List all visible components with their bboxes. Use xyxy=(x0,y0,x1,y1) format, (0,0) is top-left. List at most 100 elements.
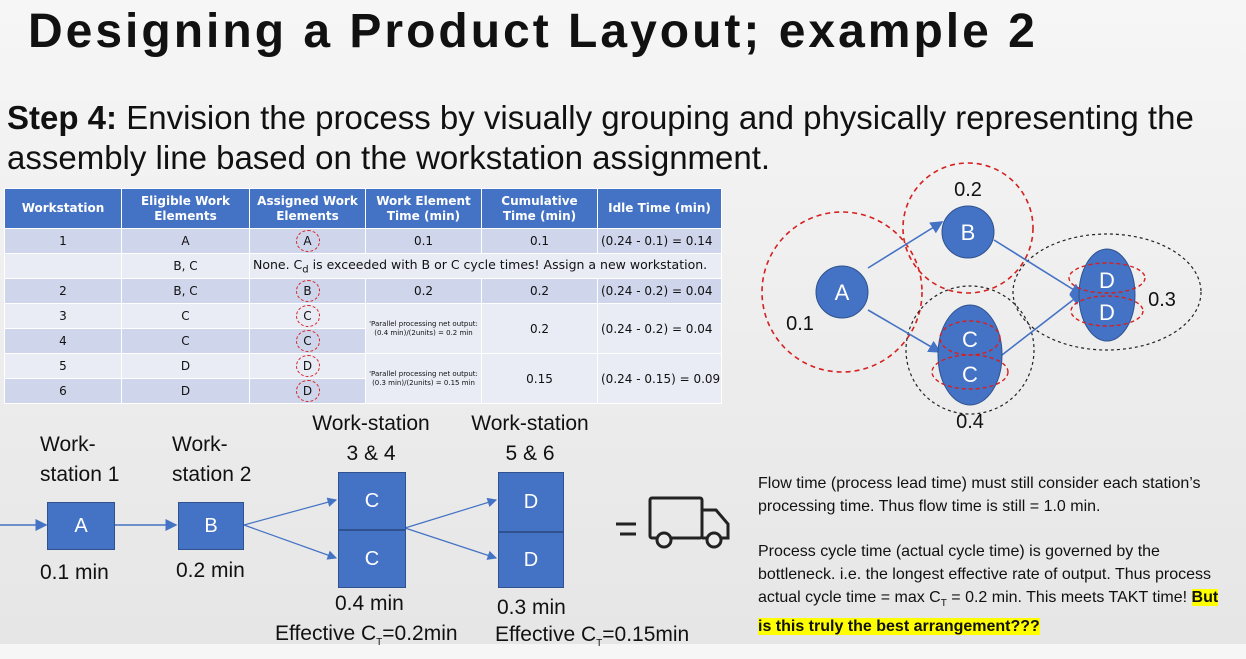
table-cell: 0.2 xyxy=(481,303,598,354)
workstation-table: Workstation Eligible Work Elements Assig… xyxy=(4,188,722,404)
table-cell: (0.24 - 0.2) = 0.04 xyxy=(597,278,722,304)
step-body: Envision the process by visually groupin… xyxy=(7,99,1194,176)
time-a-label: 0.1 xyxy=(786,313,814,335)
node-c-split-bottom xyxy=(931,354,1009,390)
precedence-diagram: A B C C D D 0.2 0.1 0.4 0.3 xyxy=(761,162,1202,433)
cycle-text-b: = 0.2 min. This meets TAKT time! xyxy=(946,589,1192,606)
arrow-a-c xyxy=(867,309,942,353)
table-cell: 5 xyxy=(4,353,122,379)
flow-box-c1: C xyxy=(338,472,406,530)
ws1-label: Work- station 1 xyxy=(40,430,119,490)
table-cell: C xyxy=(249,328,366,354)
time-c-label: 0.4 xyxy=(956,411,984,433)
table-cell: (0.24 - 0.1) = 0.14 xyxy=(597,228,722,254)
note-sub: d xyxy=(302,264,309,276)
ws1-label-text: Work- station 1 xyxy=(40,433,120,486)
arrow-c-d xyxy=(1001,292,1084,356)
flow-box-a: A xyxy=(47,502,115,550)
flow-box-b: B xyxy=(178,502,244,550)
table-cell: 1 xyxy=(4,228,122,254)
ws2-label-text: Work- station 2 xyxy=(172,433,252,486)
table-cell: 2 xyxy=(4,278,122,304)
table-cell: A xyxy=(121,228,250,254)
table-header: Work Element Time (min) xyxy=(365,188,482,229)
table-header: Workstation xyxy=(4,188,122,229)
table-header: Cumulative Time (min) xyxy=(481,188,598,229)
table-cell: 0.1 xyxy=(365,228,482,254)
arrow-a-b xyxy=(867,221,944,269)
delivery-truck-icon xyxy=(616,496,730,549)
ws2-label: Work- station 2 xyxy=(172,430,251,490)
ws34-label: Work-station 3 & 4 xyxy=(300,409,442,469)
flow-box-d2: D xyxy=(498,532,564,588)
table-row: B, C None. Cd is exceeded with B or C cy… xyxy=(4,253,722,279)
time-d-label: 0.3 xyxy=(1148,289,1176,311)
time-a: 0.1 min xyxy=(40,561,109,584)
effective-ct-d: Effective CT=0.15min xyxy=(495,620,689,659)
cycle-sub: T xyxy=(940,598,947,610)
table-cell: D xyxy=(121,378,250,404)
node-c2-label: C xyxy=(962,362,978,387)
parallel-note: 'Parallel processing net output: (0.4 mi… xyxy=(365,303,482,354)
eff-c-pre: Effective C xyxy=(275,622,377,645)
circled-element: D xyxy=(295,380,320,402)
table-row: 5 D D 'Parallel processing net output: (… xyxy=(4,353,722,404)
eff-d-post: =0.15min xyxy=(602,623,690,646)
node-d2-label: D xyxy=(1099,300,1115,325)
time-b-label: 0.2 xyxy=(954,179,982,201)
node-c1-label: C xyxy=(962,327,978,352)
flow-arrows xyxy=(0,496,730,560)
step-text: Step 4: Envision the process by visually… xyxy=(7,98,1237,178)
cycle-time-note: Process cycle time (actual cycle time) i… xyxy=(758,540,1228,638)
table-cell: C xyxy=(121,303,250,329)
table-cell: 6 xyxy=(4,378,122,404)
circled-element: B xyxy=(295,280,320,302)
ws56-label: Work-station 5 & 6 xyxy=(460,409,600,469)
table-cell: A xyxy=(249,228,366,254)
table-header-row: Workstation Eligible Work Elements Assig… xyxy=(4,188,722,229)
circled-element: A xyxy=(295,230,320,252)
table-row: 6 D D xyxy=(4,378,722,404)
table-cell: (0.24 - 0.15) = 0.09 xyxy=(597,353,722,404)
arrow-c-d1 xyxy=(404,497,498,529)
table-note-cell: None. Cd is exceeded with B or C cycle t… xyxy=(249,253,722,279)
table-row: 4 C C xyxy=(4,328,722,354)
table-cell: B, C xyxy=(121,278,250,304)
node-d-split-top xyxy=(1068,262,1146,294)
table-cell xyxy=(4,253,122,279)
table-cell: D xyxy=(121,353,250,379)
table-cell: 3 xyxy=(4,303,122,329)
node-b-label: B xyxy=(961,220,976,245)
ws34-label-text: Work-station 3 & 4 xyxy=(312,412,430,465)
effective-ct-c: Effective CT=0.2min xyxy=(275,619,458,658)
circled-element: C xyxy=(295,330,320,352)
table-cell: C xyxy=(249,303,366,329)
workstation-5-6-ellipse xyxy=(1012,233,1202,351)
node-a xyxy=(815,265,869,319)
flow-box-d1: D xyxy=(498,472,564,532)
arrow-b-c1 xyxy=(243,497,338,526)
time-b: 0.2 min xyxy=(176,559,245,582)
ws56-label-text: Work-station 5 & 6 xyxy=(471,412,589,465)
circled-element: C xyxy=(295,305,320,327)
table-cell: B, C xyxy=(121,253,250,279)
time-d: 0.3 min xyxy=(497,596,566,619)
table-cell: 4 xyxy=(4,328,122,354)
table-cell: 0.1 xyxy=(481,228,598,254)
node-d xyxy=(1078,248,1136,342)
time-c: 0.4 min xyxy=(335,592,404,615)
cycle-text-a: Process cycle time (actual cycle time) i… xyxy=(758,543,1212,606)
table-row: 1 A A 0.1 0.1 (0.24 - 0.1) = 0.14 xyxy=(4,228,722,254)
node-a-label: A xyxy=(835,280,850,305)
note-rest: is exceeded with B or C cycle times! Ass… xyxy=(308,256,708,272)
table-cell: D xyxy=(249,378,366,404)
eff-d-pre: Effective C xyxy=(495,623,597,646)
table-cell: C xyxy=(121,328,250,354)
table-cell: 0.2 xyxy=(365,278,482,304)
node-d1-label: D xyxy=(1099,268,1115,293)
parallel-note: 'Parallel processing net output: (0.3 mi… xyxy=(365,353,482,404)
table-cell: 0.2 xyxy=(481,278,598,304)
table-cell: D xyxy=(249,353,366,379)
table-row: 2 B, C B 0.2 0.2 (0.24 - 0.2) = 0.04 xyxy=(4,278,722,304)
workstation-2-circle xyxy=(902,162,1034,294)
